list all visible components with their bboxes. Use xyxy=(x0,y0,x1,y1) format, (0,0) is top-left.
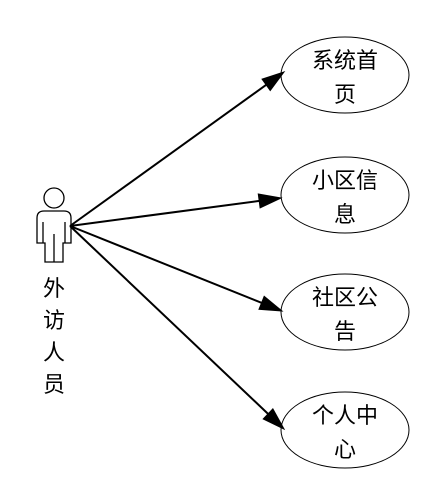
use-case-label-community-notice: 社区公告 xyxy=(311,286,378,345)
arrowhead xyxy=(258,295,284,312)
actor-limb-lines xyxy=(42,222,66,262)
association-arrow-community-notice xyxy=(69,225,264,305)
arrowhead xyxy=(262,407,286,431)
actor-head xyxy=(43,187,65,209)
association-arrows xyxy=(69,71,286,431)
use-case-ellipse-personal-center xyxy=(280,391,410,469)
association-arrow-personal-center xyxy=(69,225,271,416)
use-case-ellipse-community-notice xyxy=(280,273,410,351)
use-case-ellipse-community-info xyxy=(280,156,410,234)
actor-figure xyxy=(36,187,72,263)
arrowhead xyxy=(261,71,286,92)
actor-label: 外访人员 xyxy=(42,277,65,398)
association-arrow-system-home xyxy=(69,82,269,227)
arrowhead xyxy=(257,193,283,209)
use-case-label-community-info: 小区信息 xyxy=(311,169,378,228)
use-case-label-personal-center: 个人中心 xyxy=(311,404,378,463)
association-arrow-community-info xyxy=(69,199,262,227)
use-case-label-system-home: 系统首页 xyxy=(311,49,378,108)
